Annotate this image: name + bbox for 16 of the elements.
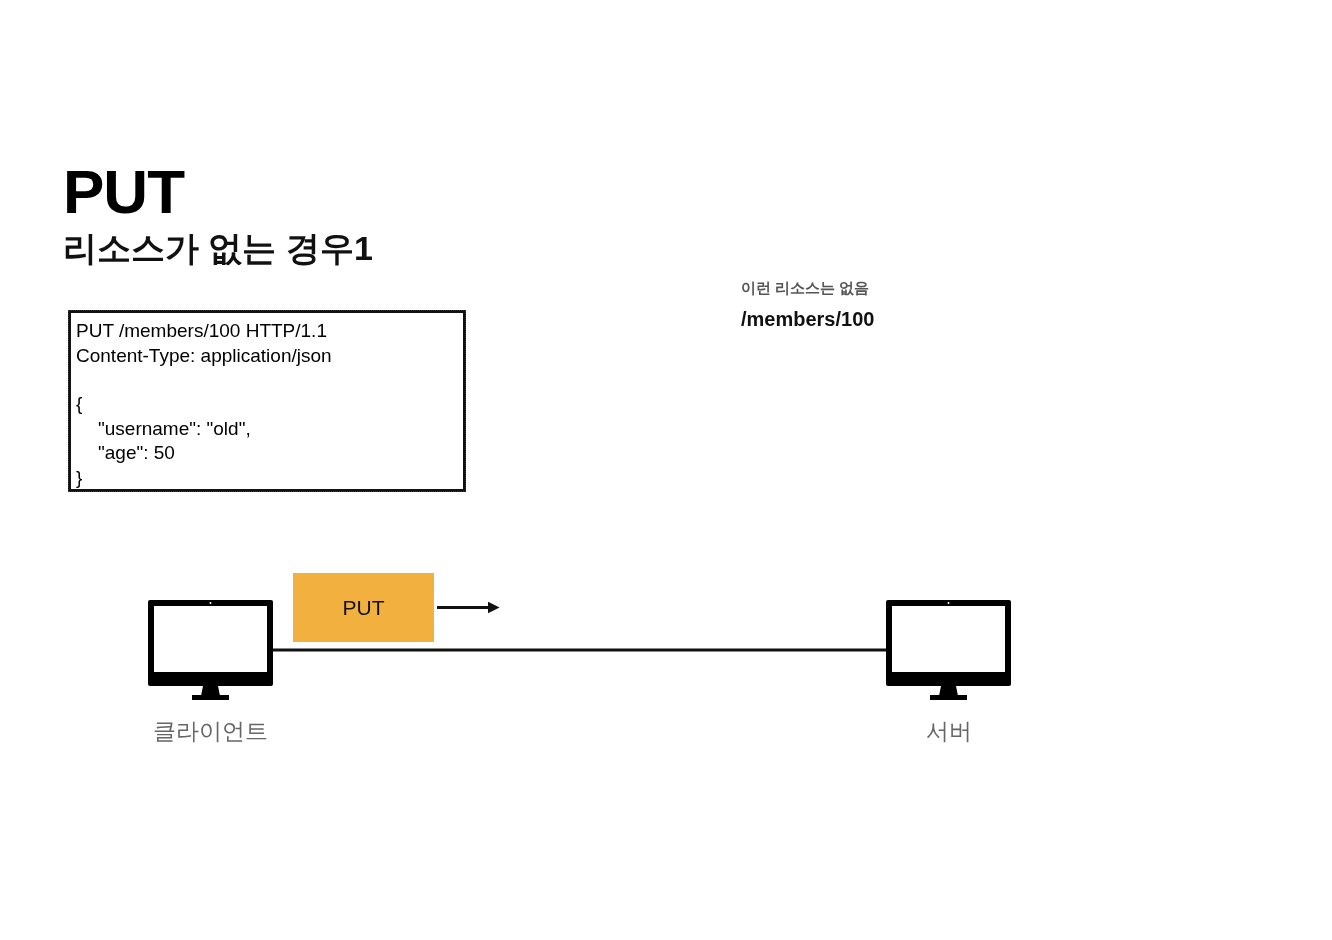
- connection-line: [273, 648, 886, 652]
- note-text: 이런 리소스는 없음: [741, 279, 870, 298]
- code-line: "username": "old",: [97, 416, 252, 441]
- note-text: /members/100: [741, 308, 875, 331]
- device-caption: 서버: [924, 717, 973, 746]
- code-line: "age": 50: [97, 441, 176, 465]
- title: PUT: [63, 156, 184, 227]
- code-line: }: [76, 465, 84, 490]
- http-request-box: [68, 310, 466, 492]
- method-box: PUT: [293, 573, 434, 642]
- device-caption: 클라이언트: [152, 717, 269, 746]
- code-line: {: [76, 392, 84, 416]
- code-line: PUT /members/100 HTTP/1.1: [76, 319, 328, 343]
- arrow: [437, 601, 500, 614]
- code-line: Content-Type: application/json: [76, 343, 333, 368]
- subtitle: 리소스가 없는 경우1: [63, 228, 373, 269]
